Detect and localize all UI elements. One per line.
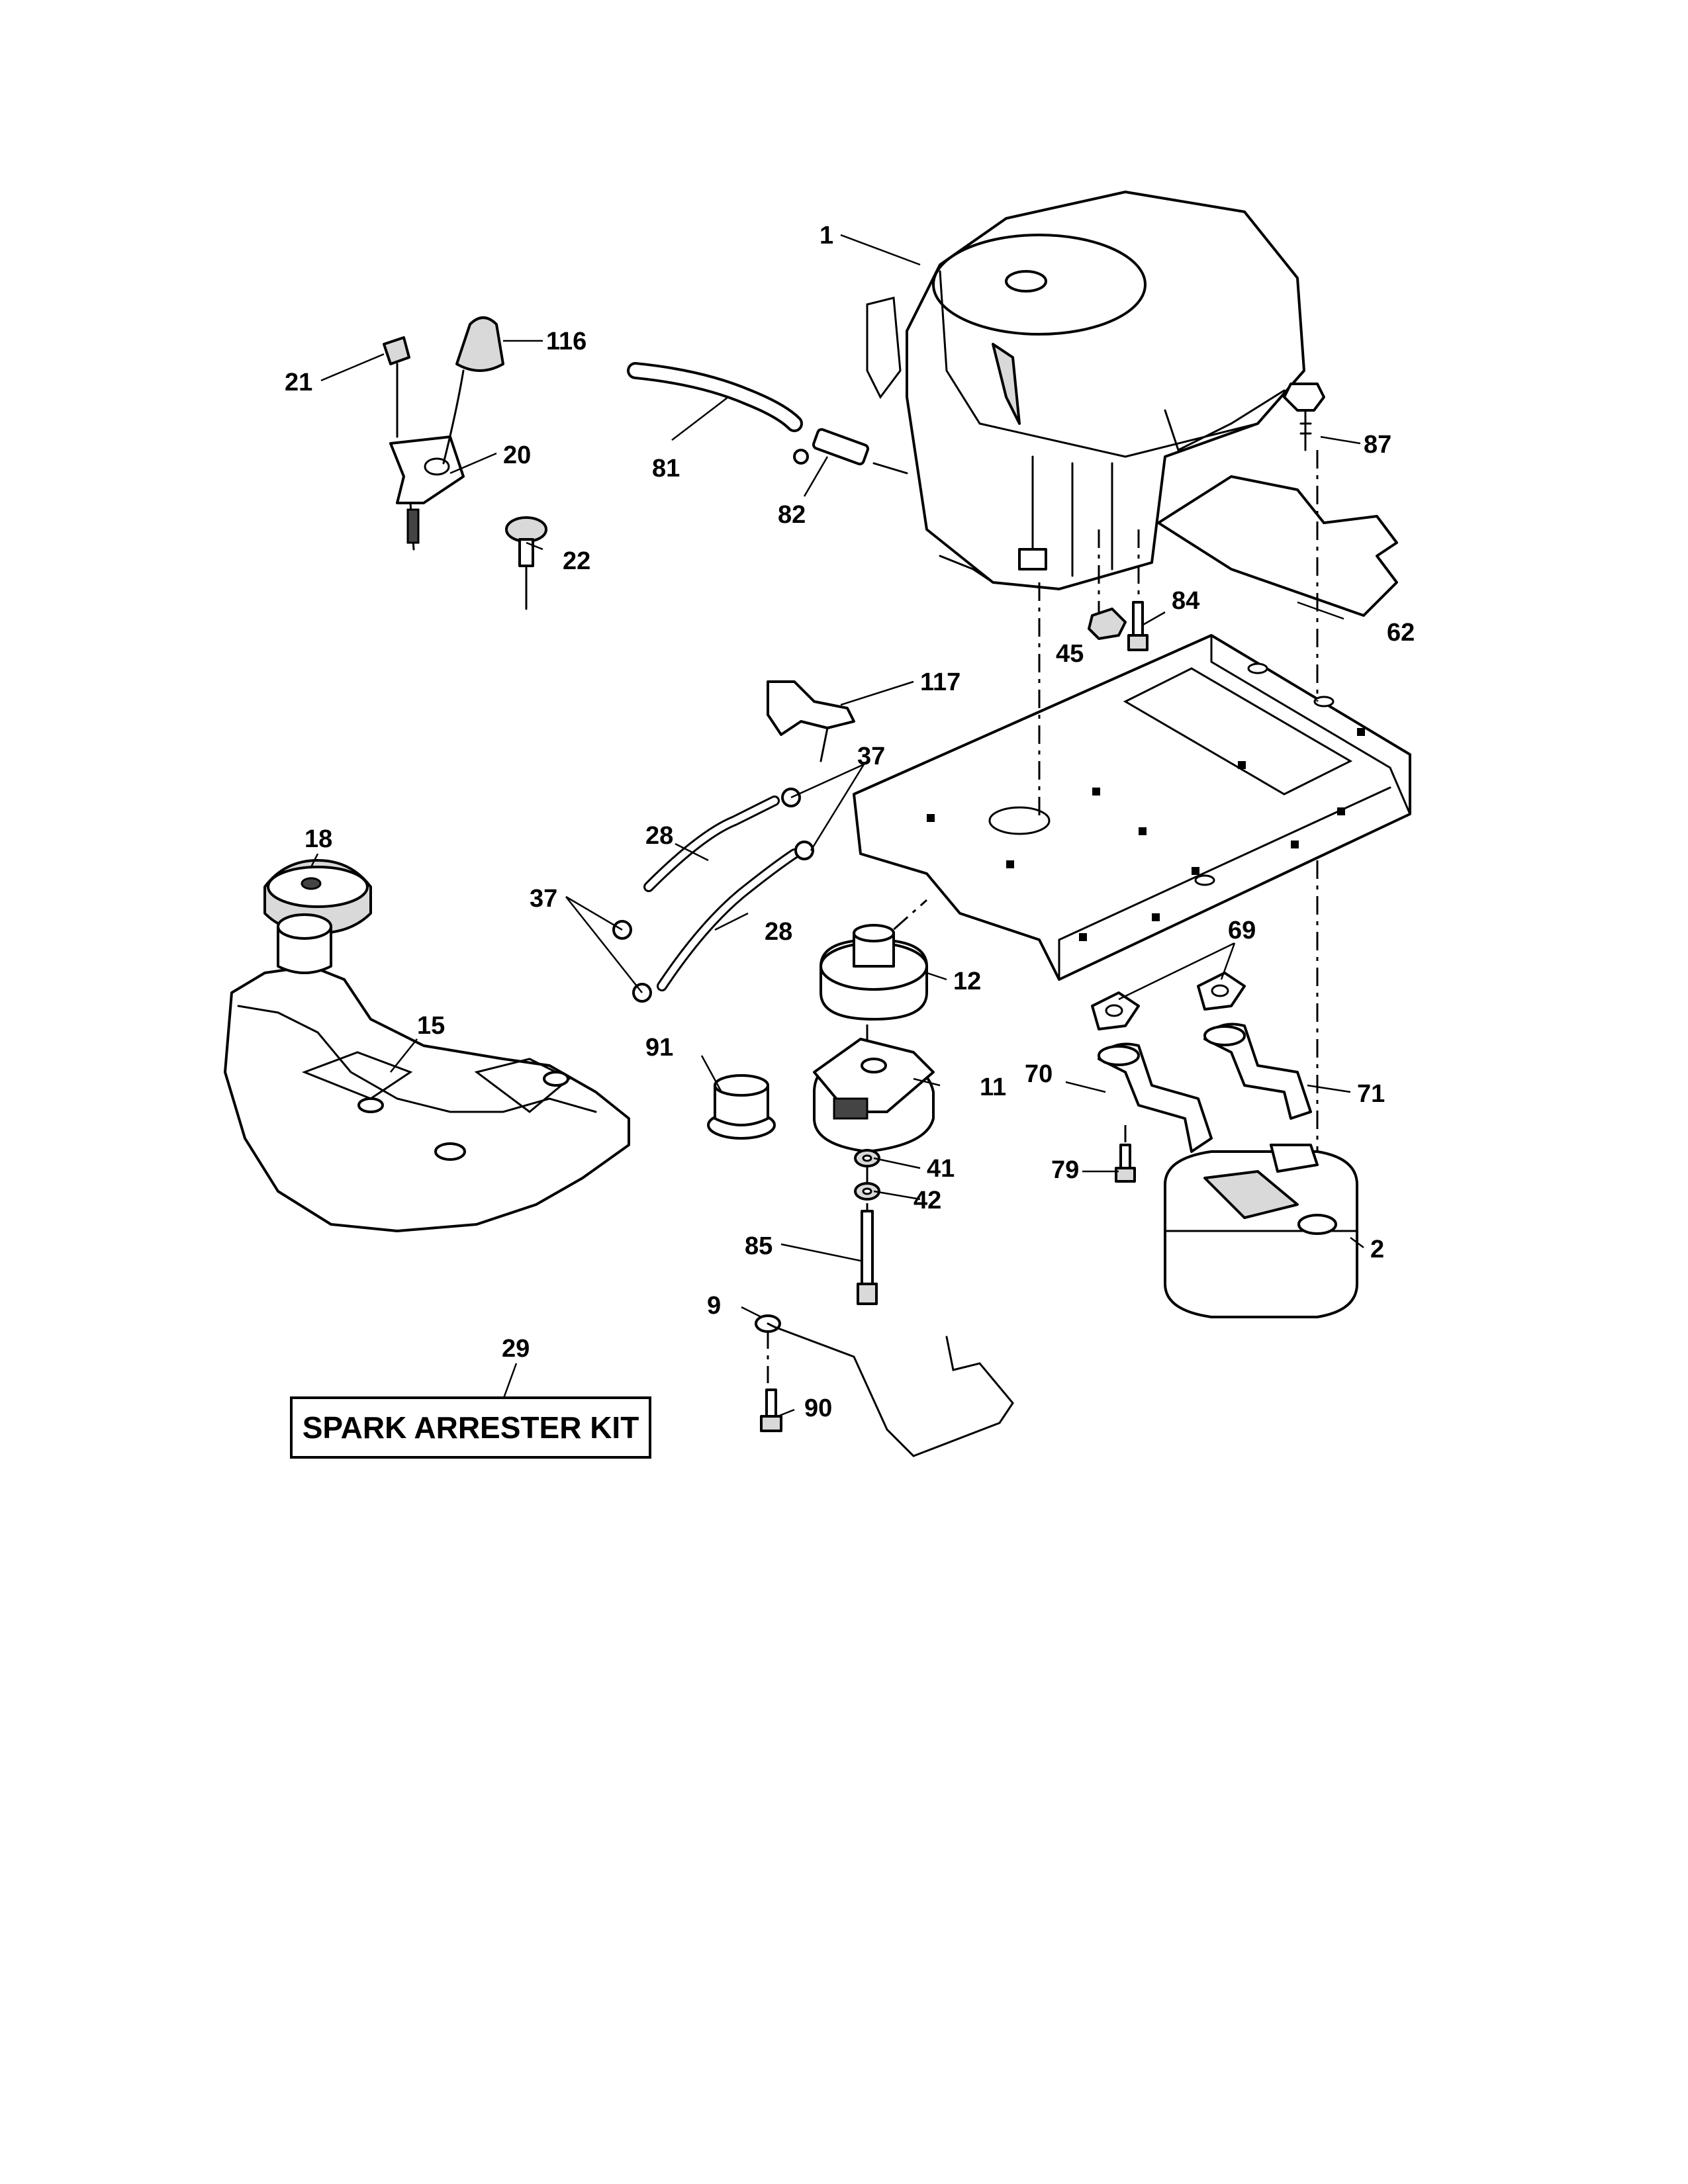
gaskets [1091,972,1246,1030]
callout-bolt-85: 85 [745,1232,773,1260]
knob-screw [505,516,547,610]
callout-fuel-cap: 18 [305,825,332,853]
throttle-bolt [383,336,410,438]
fuel-tank [224,913,630,1232]
throttle-knob [455,316,504,372]
callout-heat-shield: 62 [1387,619,1415,647]
callout-fuel-tank: 15 [417,1012,445,1040]
callout-washer-41: 41 [927,1155,955,1183]
fuel-valve [767,680,855,762]
callout-bushing: 91 [645,1034,673,1062]
spark-arrester-kit-box: SPARK ARRESTER KIT [290,1396,651,1459]
exhaust-pipe-left [1098,1042,1213,1153]
callout-bolt-84: 84 [1172,587,1199,615]
dipstick [1283,383,1325,451]
callout-bolt-79: 79 [1051,1156,1079,1184]
callout-throttle-bolt: 21 [285,369,312,396]
callout-labels: 1 116 21 20 81 82 22 87 84 62 45 117 37 … [285,222,1415,1422]
fuel-filter [793,428,908,475]
callout-clutch: 11 [980,1073,1006,1101]
heat-shield [1157,475,1398,617]
bolt-84 [1127,601,1149,651]
hose-clamps [612,788,814,1003]
callout-clamp-upper: 37 [857,743,885,770]
callout-spark-arrester: 29 [502,1335,530,1363]
callout-dipstick: 87 [1364,431,1391,459]
callout-nut-45: 45 [1056,640,1084,668]
engine [866,191,1305,590]
callout-clamp-lower: 37 [530,885,557,913]
callout-exhaust-pipe-left: 70 [1025,1060,1053,1088]
bolt-79 [1115,1144,1136,1183]
leader-lines [310,234,1364,1418]
callout-fuel-filter: 82 [778,501,806,529]
fuel-line [627,362,803,432]
pulley [820,924,928,1021]
callout-engine: 1 [820,222,833,250]
callout-fuel-valve: 117 [920,668,961,696]
callout-rod: 9 [707,1292,721,1320]
bushing [707,1074,776,1140]
muffler [1164,1144,1358,1318]
exhaust-pipe-right [1203,1023,1312,1120]
callout-throttle-control: 20 [503,441,531,469]
callout-hose-upper: 28 [645,822,673,850]
callout-knob-screw: 22 [563,547,590,575]
callout-gasket: 69 [1228,917,1256,944]
throttle-control [389,369,465,551]
fuel-hose-lower [657,848,800,991]
fuel-hose-upper [643,796,780,892]
callout-knob: 116 [546,328,586,355]
callout-exhaust-pipe-right: 71 [1357,1080,1385,1108]
bolt-85 [857,1210,878,1305]
rod [755,1314,1014,1457]
callout-bolt-90: 90 [804,1394,832,1422]
nut-45 [1088,608,1127,640]
callout-hose-lower: 28 [765,918,792,946]
spark-arrester-kit-label: SPARK ARRESTER KIT [303,1410,639,1445]
clutch [813,1038,935,1153]
bolt-90 [760,1388,782,1432]
frame [853,634,1411,981]
callout-muffler: 2 [1370,1236,1384,1263]
callout-fuel-line: 81 [652,455,680,482]
callout-washer-42: 42 [914,1187,941,1214]
callout-pulley: 12 [953,968,981,995]
